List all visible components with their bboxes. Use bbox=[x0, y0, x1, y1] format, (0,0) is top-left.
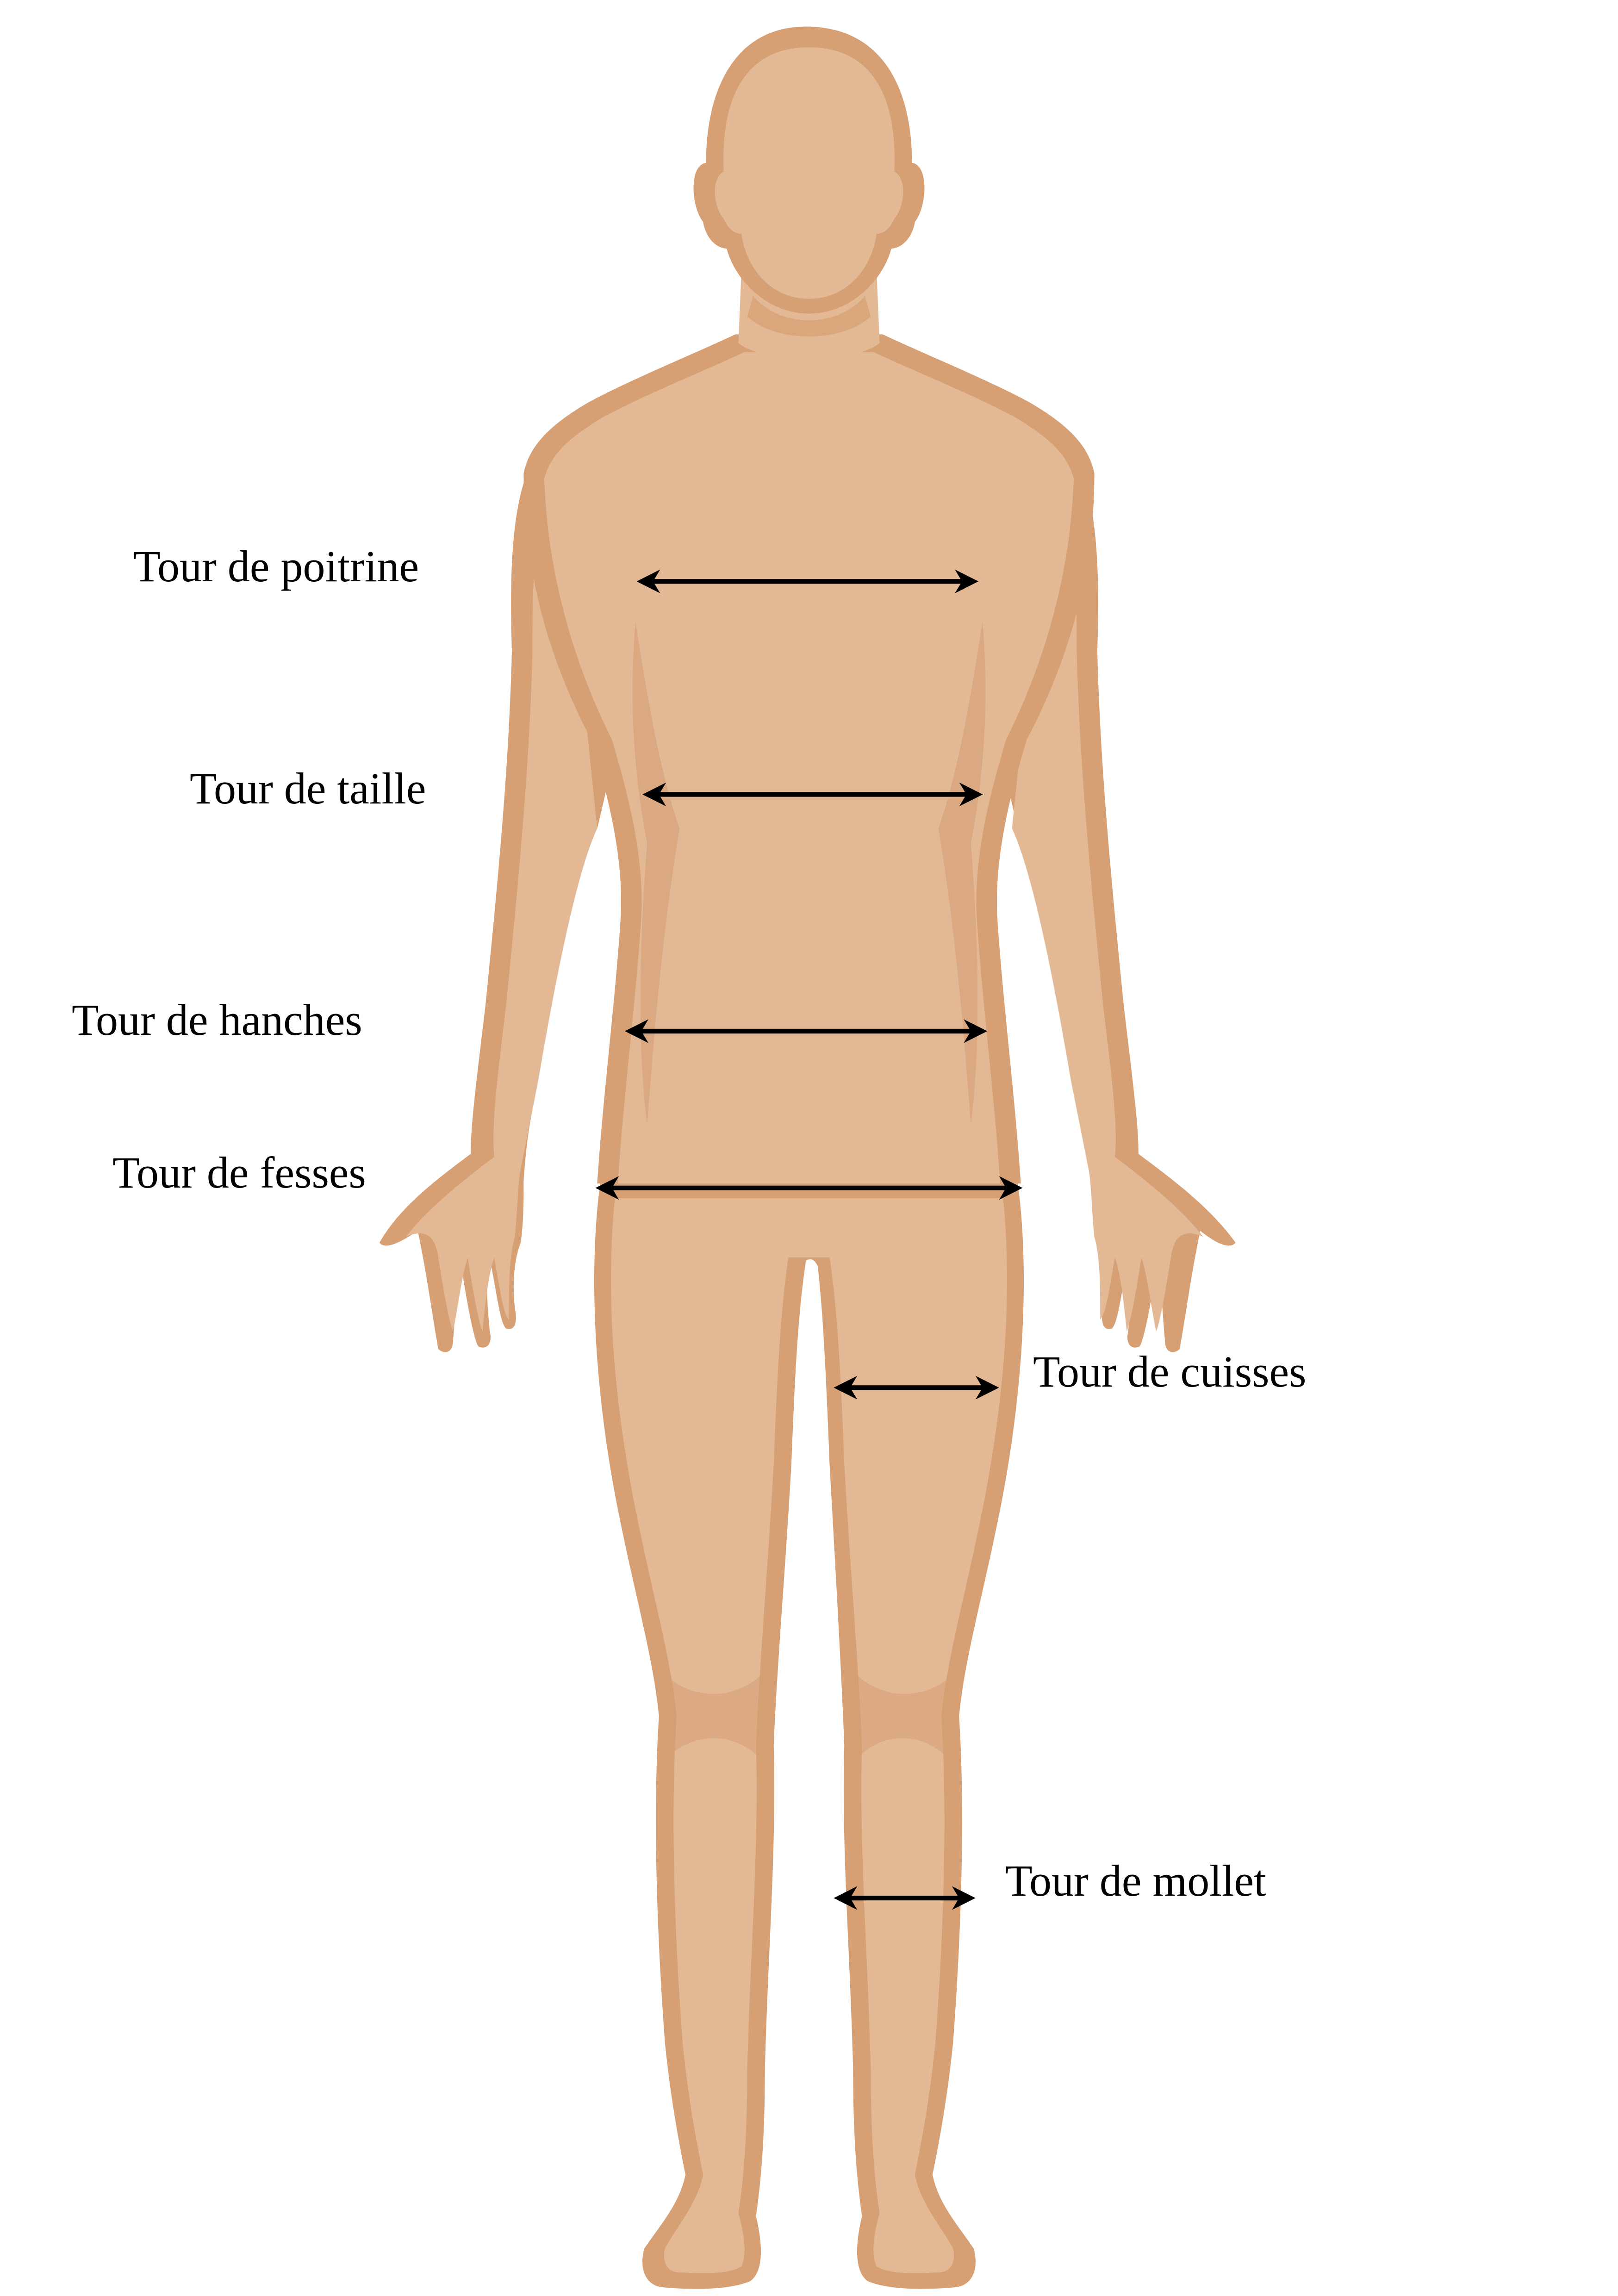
body-silhouette bbox=[379, 26, 1236, 2289]
torso-left-shade bbox=[632, 621, 680, 1125]
label-tour-de-mollet: Tour de mollet bbox=[1005, 1856, 1266, 1905]
torso-right-shade bbox=[938, 621, 986, 1125]
label-tour-de-hanches: Tour de hanches bbox=[72, 995, 362, 1045]
neck-shade bbox=[747, 296, 871, 337]
left-arm-inner bbox=[406, 458, 597, 1332]
right-arm-inner bbox=[1012, 458, 1203, 1332]
left-knee-shade bbox=[662, 1672, 766, 1761]
legs-inner bbox=[611, 1198, 1007, 2273]
label-tour-de-poitrine: Tour de poitrine bbox=[133, 541, 419, 591]
torso-inner bbox=[544, 352, 1074, 1184]
right-knee-shade bbox=[853, 1672, 956, 1761]
head-inner bbox=[715, 47, 903, 299]
label-tour-de-cuisses: Tour de cuisses bbox=[1033, 1347, 1307, 1396]
label-tour-de-fesses: Tour de fesses bbox=[112, 1148, 366, 1197]
measurement-arrows bbox=[595, 569, 1023, 1910]
label-tour-de-taille: Tour de taille bbox=[190, 764, 426, 813]
